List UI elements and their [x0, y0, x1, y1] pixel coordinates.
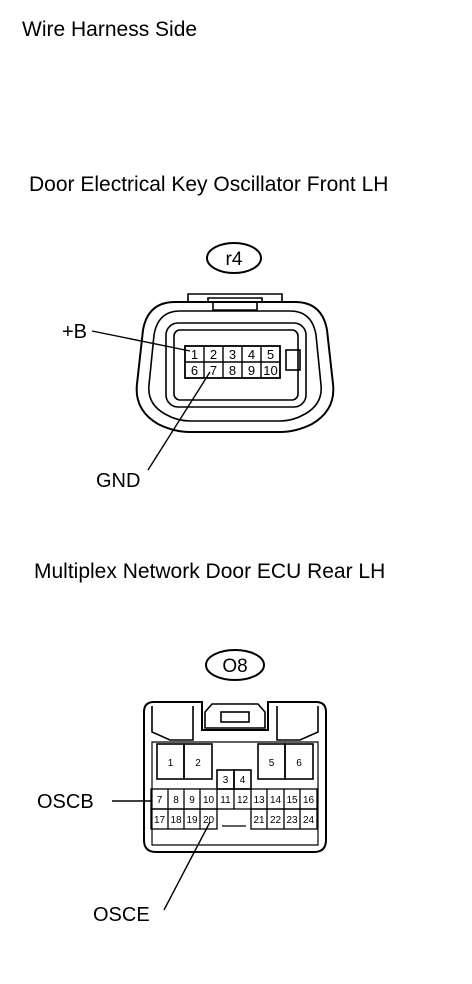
connector2-pin-row1 — [150, 788, 318, 810]
pin-9: 9 — [189, 795, 195, 806]
connector2-pin-numbers: 1 2 3 4 5 6 7 8 9 10 11 12 13 14 15 16 1… — [154, 758, 315, 826]
connector2-title: Multiplex Network Door ECU Rear LH — [34, 560, 386, 583]
pin-24: 24 — [303, 815, 315, 826]
pin-10: 10 — [203, 795, 215, 806]
pin-12: 12 — [237, 795, 249, 806]
pin-8: 8 — [173, 795, 179, 806]
pin-7: 7 — [210, 363, 217, 378]
pin-5: 5 — [269, 758, 275, 769]
pin-2: 2 — [195, 758, 201, 769]
pin-3: 3 — [229, 347, 236, 362]
gnd-leader-line — [147, 371, 211, 471]
pin-10: 10 — [263, 363, 277, 378]
pin-14: 14 — [270, 795, 282, 806]
pin-6: 6 — [296, 758, 302, 769]
pin-5: 5 — [267, 347, 274, 362]
connector1-latch — [187, 293, 283, 302]
connector1-code-badge — [206, 242, 262, 274]
pin-17: 17 — [154, 815, 166, 826]
connector2-housing — [143, 701, 327, 853]
connector1-housing — [135, 301, 335, 433]
oscb-label: OSCB — [37, 791, 94, 813]
pin-4: 4 — [240, 775, 246, 786]
pin-23: 23 — [286, 815, 298, 826]
connector1-pin-grid — [184, 345, 281, 379]
gnd-label: GND — [96, 470, 140, 492]
pin-2: 2 — [210, 347, 217, 362]
connector1-diagram — [91, 242, 335, 471]
pin-20: 20 — [203, 815, 215, 826]
pin-8: 8 — [229, 363, 236, 378]
plus-b-leader-line — [91, 330, 191, 352]
connector1-pin-numbers: 1 2 3 4 5 6 7 8 9 10 — [191, 347, 278, 378]
pin-1: 1 — [168, 758, 174, 769]
pin-4: 4 — [248, 347, 255, 362]
pin-22: 22 — [270, 815, 282, 826]
connector2-pin-row2 — [150, 808, 318, 830]
connector1-code-text: r4 — [226, 249, 243, 270]
pin-21: 21 — [253, 815, 265, 826]
connector2-latch — [204, 703, 266, 729]
pin-3: 3 — [223, 775, 229, 786]
page-header: Wire Harness Side — [22, 18, 198, 41]
pin-18: 18 — [170, 815, 182, 826]
connector2-code-badge — [205, 649, 265, 681]
connector2-diagram — [112, 649, 327, 911]
pin-1: 1 — [191, 347, 198, 362]
pin-11: 11 — [220, 795, 231, 806]
pin-15: 15 — [286, 795, 298, 806]
osce-label: OSCE — [93, 904, 150, 926]
connector2-code-text: O8 — [222, 656, 247, 677]
connector1-title: Door Electrical Key Oscillator Front LH — [29, 173, 389, 196]
pin-16: 16 — [303, 795, 315, 806]
pin-13: 13 — [253, 795, 265, 806]
osce-leader-line — [163, 821, 211, 911]
pin-19: 19 — [186, 815, 198, 826]
pin-9: 9 — [248, 363, 255, 378]
pin-7: 7 — [157, 795, 163, 806]
pin-6: 6 — [191, 363, 198, 378]
plus-b-label: +B — [62, 321, 87, 343]
